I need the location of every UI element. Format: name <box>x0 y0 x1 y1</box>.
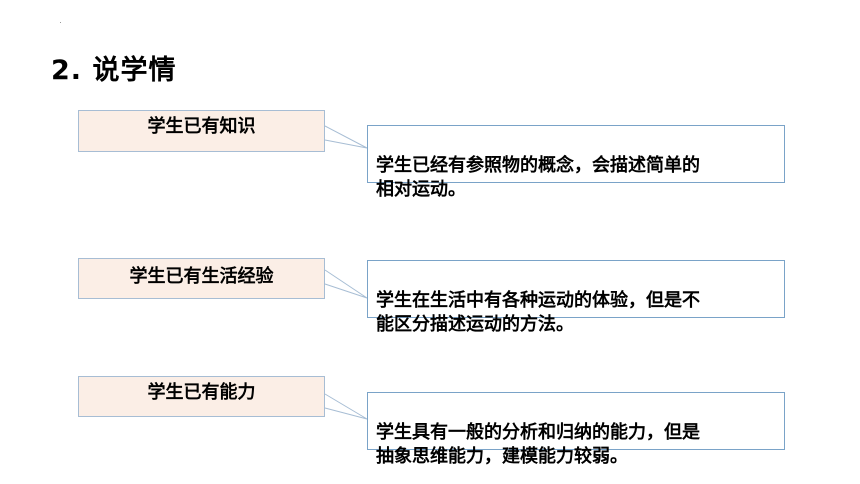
label-knowledge-text: 学生已有知识 <box>147 116 256 137</box>
description-box-knowledge: 学生已经有参照物的概念，会描述简单的 相对运动。 <box>367 125 785 200</box>
description-life-experience-text: 学生在生活中有各种运动的体验，但是不 能区分描述运动的方法。 <box>376 290 700 335</box>
page-title: 2. 说学情 <box>51 55 177 86</box>
callout-connector-knowledge <box>324 125 368 149</box>
callout-connector-experience <box>324 269 368 299</box>
label-box-ability: 学生已有能力 <box>78 376 325 417</box>
description-ability-text: 学生具有一般的分析和归纳的能力，但是 抽象思维能力，建模能力较弱。 <box>376 422 700 467</box>
callout-connector-ability <box>324 393 368 420</box>
label-life-experience-text: 学生已有生活经验 <box>129 266 274 287</box>
decorative-dot <box>60 22 61 23</box>
description-box-life-experience: 学生在生活中有各种运动的体验，但是不 能区分描述运动的方法。 <box>367 260 785 335</box>
description-knowledge-text: 学生已经有参照物的概念，会描述简单的 相对运动。 <box>376 155 700 200</box>
label-box-knowledge: 学生已有知识 <box>78 110 325 152</box>
label-ability-text: 学生已有能力 <box>147 382 256 403</box>
description-box-ability: 学生具有一般的分析和归纳的能力，但是 抽象思维能力，建模能力较弱。 <box>367 392 785 467</box>
label-box-life-experience: 学生已有生活经验 <box>78 258 325 299</box>
